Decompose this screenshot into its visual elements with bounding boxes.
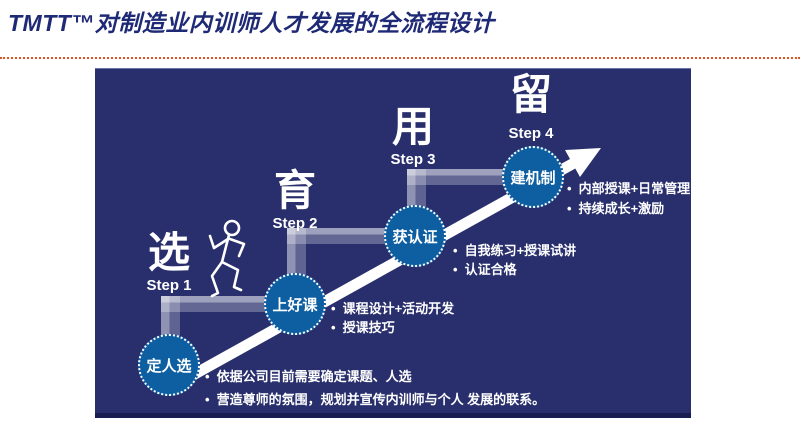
- step-4-label: Step 4: [508, 125, 554, 143]
- bullet-item: 认证合格: [453, 260, 576, 279]
- step-1-keyword: 选: [147, 229, 191, 276]
- step-2-circle: 上好课: [264, 273, 326, 335]
- panel-bottom-strip: [95, 413, 691, 418]
- step-3-label: Step 3: [390, 151, 436, 169]
- diagram-panel: 选 Step 1 育 Step 2 用 Step 3 留 Step 4 定人选 …: [95, 68, 691, 418]
- step-2-circle-label: 上好课: [272, 296, 318, 314]
- step-3-circle: 获认证: [384, 205, 446, 267]
- bullet-item: 持续成长+激励: [567, 199, 690, 219]
- step-3-keyword: 用: [391, 103, 435, 150]
- title-divider: [0, 57, 800, 59]
- bullet-item: 依据公司目前需要确定课题、人选: [205, 365, 545, 388]
- step-3-circle-label: 获认证: [392, 228, 438, 246]
- step-2-label: Step 2: [272, 215, 318, 233]
- step-3-bullets: 自我练习+授课试讲 认证合格: [453, 241, 577, 279]
- step-4-bullets: 内部授课+日常管理 持续成长+激励: [567, 179, 691, 219]
- step-2-keyword: 育: [273, 167, 317, 214]
- step-4-circle-label: 建机制: [510, 169, 556, 187]
- step-1-circle-label: 定人选: [146, 357, 192, 375]
- bullet-item: 课程设计+活动开发: [331, 299, 455, 318]
- bullet-item: 自我练习+授课试讲: [453, 241, 577, 260]
- step-2-header: 育 Step 2: [272, 167, 318, 233]
- step-4-circle: 建机制: [502, 146, 564, 208]
- bullet-item: 授课技巧: [331, 318, 454, 337]
- bullet-item: 营造尊师的氛围，规划并宣传内训师与个人 发展的联系。: [205, 388, 546, 411]
- runner-icon: [208, 219, 246, 298]
- step-4-keyword: 留: [509, 71, 553, 118]
- step-1-header: 选 Step 1: [146, 229, 192, 295]
- step-4-header: 留 Step 4: [508, 71, 554, 143]
- step-1-bullets: 依据公司目前需要确定课题、人选 营造尊师的氛围，规划并宣传内训师与个人 发展的联…: [205, 365, 546, 411]
- page-title: TMTT™对制造业内训师人才发展的全流程设计: [8, 10, 495, 36]
- step-2-bullets: 课程设计+活动开发 授课技巧: [331, 299, 455, 337]
- step-1-circle: 定人选: [138, 334, 200, 396]
- step-3-header: 用 Step 3: [390, 103, 436, 169]
- bullet-item: 内部授课+日常管理: [567, 179, 691, 199]
- step-1-label: Step 1: [146, 277, 192, 295]
